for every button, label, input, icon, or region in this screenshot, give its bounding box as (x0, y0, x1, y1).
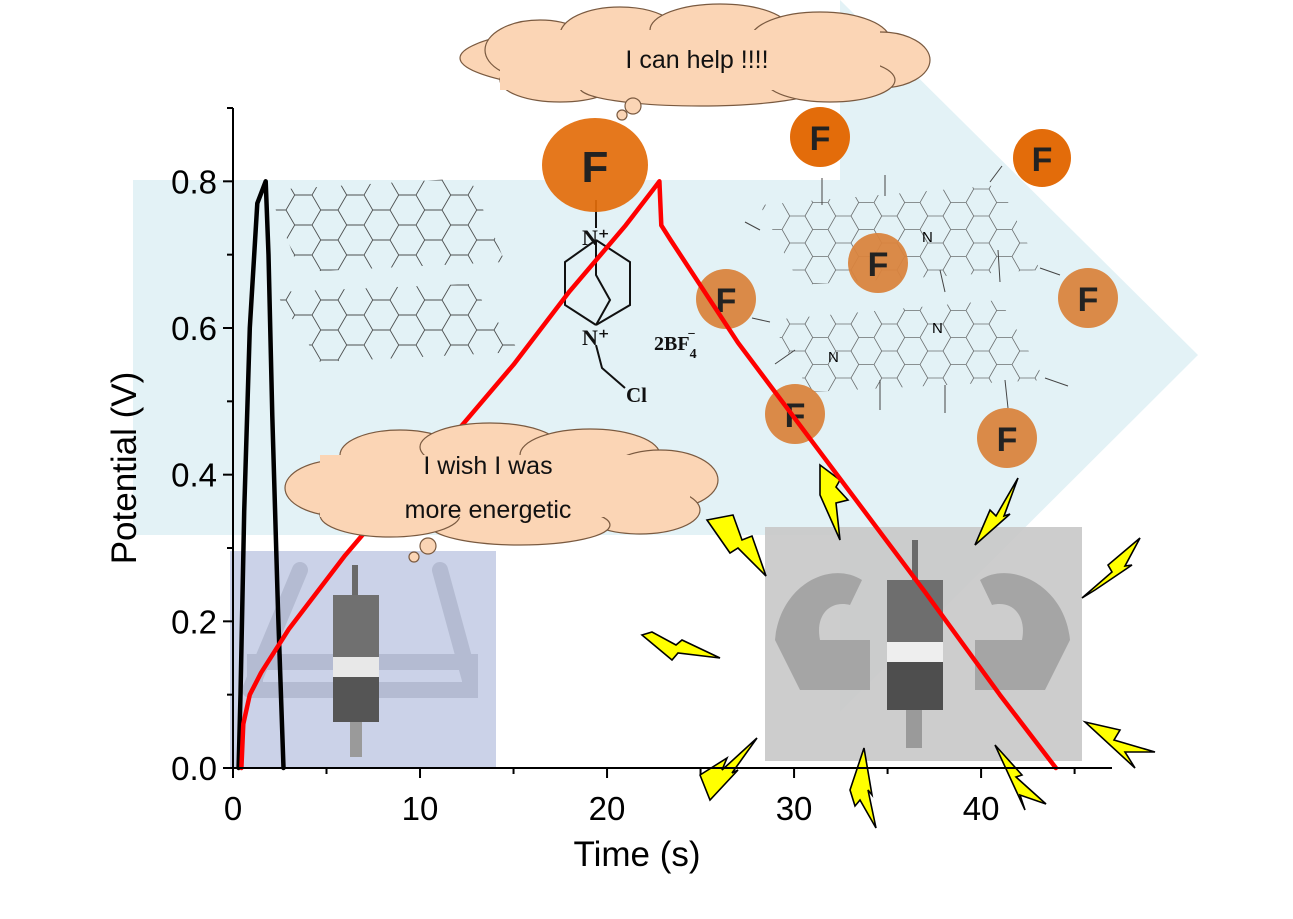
counter-ion-superscript: − (688, 327, 696, 342)
lightning-bolt-icon (1081, 537, 1141, 599)
nitrogen-labels: N N N (828, 229, 943, 366)
weak-supercapacitor-panel (230, 551, 496, 767)
y-tick-label: 0.4 (171, 457, 217, 494)
fluorine-atom: F (1013, 129, 1071, 187)
fluorine-label: F (582, 143, 609, 192)
x-tick-label: 30 (776, 790, 813, 827)
fluorine-atom-large: F (542, 118, 648, 212)
y-tick-label: 0.0 (171, 750, 217, 787)
series-line-1 (236, 179, 286, 771)
nitrogen-label: N (922, 229, 933, 246)
fluorine-label: F (1078, 281, 1099, 319)
x-axis-label: Time (s) (574, 835, 701, 874)
fluorinated-graphene-sheet-lower (751, 300, 1069, 413)
lightning-bolt-icon (705, 514, 767, 577)
fluorine-atom: F (696, 269, 756, 329)
fluorine-atoms: F F F F F F F F (542, 107, 1118, 468)
lightning-bolt-icon (994, 744, 1047, 811)
fluorine-atom: F (848, 233, 908, 293)
counter-ion-subscript: 4 (690, 347, 697, 362)
series-line-2 (239, 179, 1059, 771)
nitrogen-label: N (828, 349, 839, 366)
nitrogen-label: N (932, 320, 943, 337)
lightning-bolt-icon (849, 747, 877, 829)
chlorine-label: Cl (626, 383, 647, 407)
fluorine-label: F (810, 120, 831, 158)
fluorine-label: F (997, 421, 1018, 459)
fluorinated-graphene-sheet-upper (744, 165, 1061, 293)
lightning-bolt-icon (1082, 720, 1156, 769)
x-tick-label: 40 (963, 790, 1000, 827)
svg-text:2BF4−: 2BF4 − (654, 327, 697, 362)
plot-series (236, 179, 1059, 771)
y-axis-label: Potential (V) (105, 372, 144, 565)
graphene-sheet-lower (275, 284, 520, 362)
x-tick-label: 0 (224, 790, 242, 827)
graphene-sheet-upper (268, 178, 505, 272)
fluorine-label: F (716, 282, 737, 320)
fluorine-label: F (868, 246, 889, 284)
fluorine-atom: F (1058, 268, 1118, 328)
y-tick-label: 0.8 (171, 163, 217, 200)
y-tick-label: 0.2 (171, 603, 217, 640)
ammonium-label-bottom: N⁺ (582, 325, 610, 350)
top-bubble-text: I can help !!!! (625, 46, 768, 74)
counter-ion-label: 2BF (654, 333, 690, 355)
y-tick-label: 0.6 (171, 310, 217, 347)
bottom-bubble-line-1: I wish I was (423, 452, 552, 480)
fluorine-label: F (1032, 141, 1053, 179)
ammonium-label-top: N⁺ (582, 225, 610, 250)
x-tick-label: 20 (589, 790, 626, 827)
x-tick-label: 10 (402, 790, 439, 827)
fluorine-atom: F (790, 107, 850, 167)
lightning-bolt-icon (640, 631, 721, 662)
lightning-bolt-icon (974, 477, 1019, 546)
bottom-bubble-line-2: more energetic (405, 496, 572, 524)
fluorine-atom: F (977, 408, 1037, 468)
strong-supercapacitor-panel (765, 527, 1082, 761)
